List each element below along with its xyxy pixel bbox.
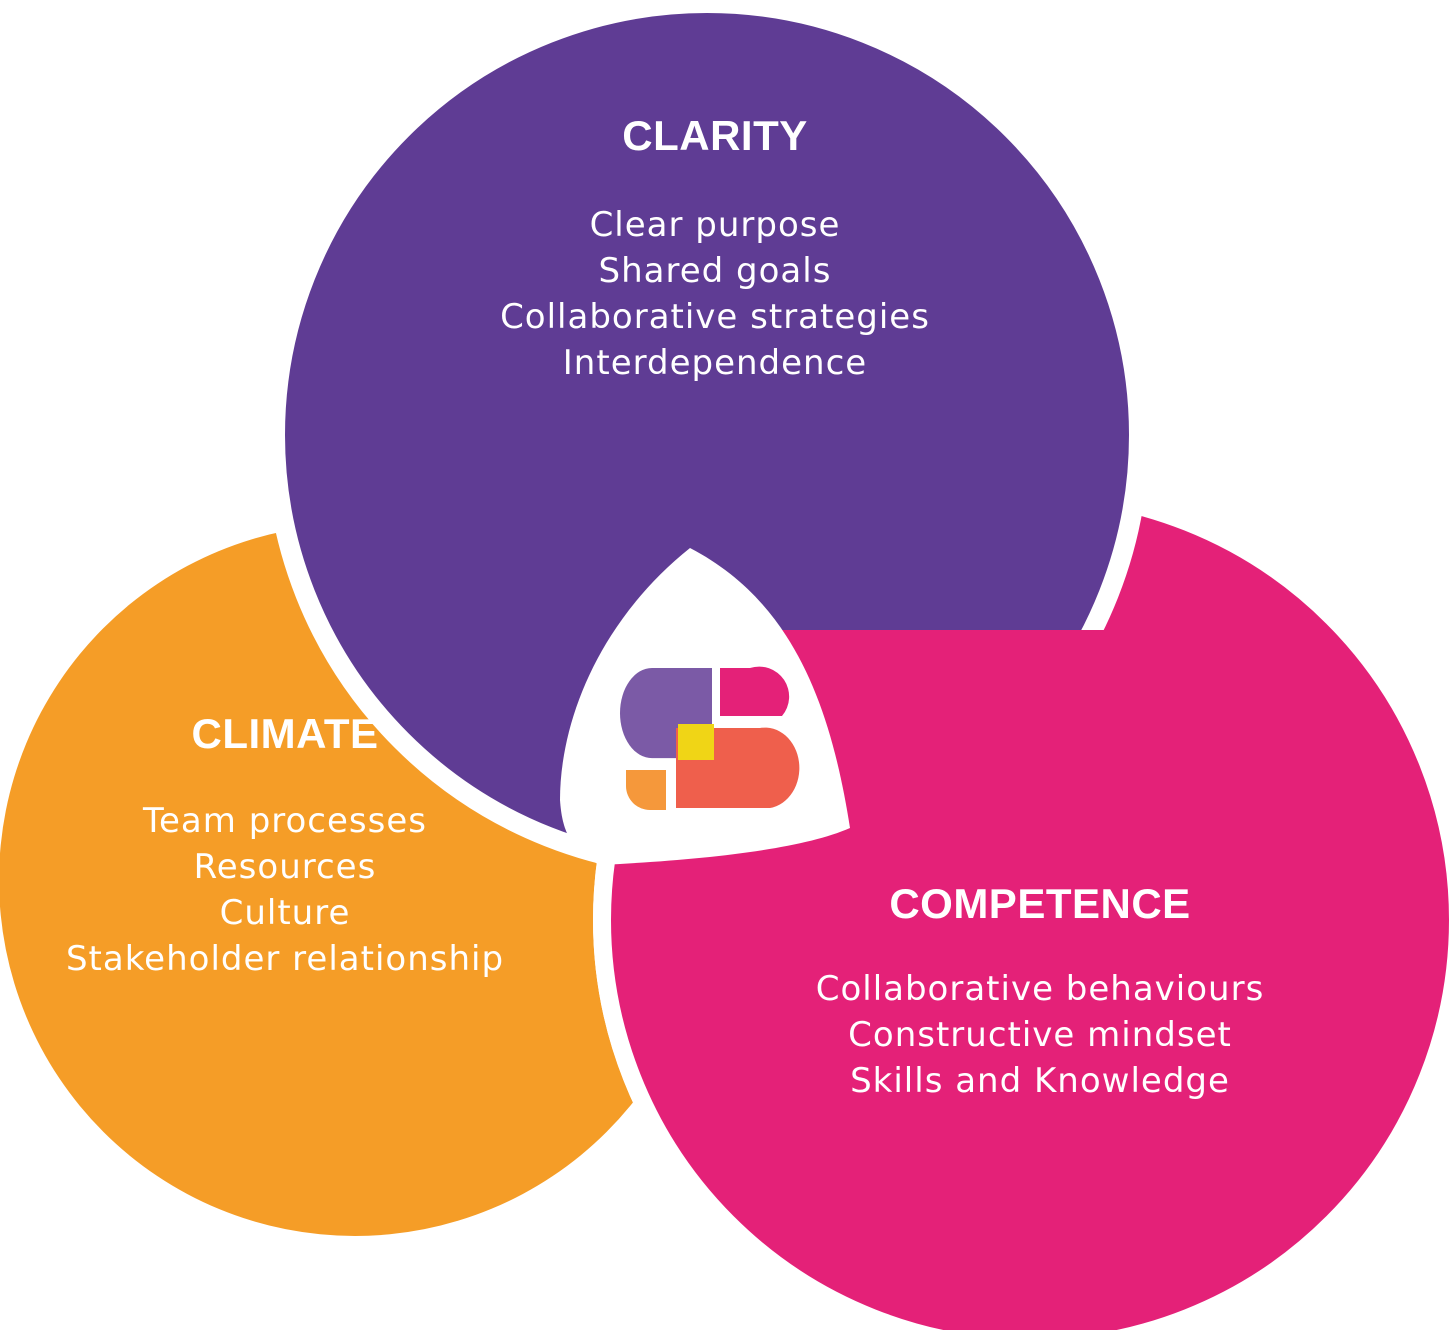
climate-list: Team processes Resources Culture Stakeho…: [30, 798, 540, 982]
competence-title: COMPETENCE: [889, 880, 1191, 927]
clarity-title: CLARITY: [622, 112, 808, 159]
clarity-item: Collaborative strategies: [500, 297, 930, 337]
climate-title: CLIMATE: [191, 710, 379, 757]
competence-list: Collaborative behaviours Constructive mi…: [780, 966, 1300, 1104]
clarity-list: Clear purpose Shared goals Collaborative…: [465, 202, 965, 386]
climate-section: CLIMATE Team processes Resources Culture…: [30, 710, 540, 982]
competence-item: Constructive mindset: [848, 1015, 1232, 1055]
clarity-section: CLARITY Clear purpose Shared goals Colla…: [465, 112, 965, 386]
climate-item: Resources: [193, 847, 377, 887]
competence-item: Collaborative behaviours: [815, 969, 1265, 1009]
logo-orange-piece: [626, 770, 666, 810]
logo-yellow-square: [678, 724, 714, 760]
climate-item: Stakeholder relationship: [65, 939, 505, 979]
clarity-item: Interdependence: [562, 343, 868, 383]
logo-pink-piece: [720, 666, 790, 716]
clarity-item: Shared goals: [598, 251, 832, 291]
competence-item: Skills and Knowledge: [850, 1061, 1230, 1101]
climate-item: Culture: [219, 893, 351, 933]
competence-section: COMPETENCE Collaborative behaviours Cons…: [780, 880, 1300, 1104]
climate-item: Team processes: [143, 801, 427, 841]
clarity-item: Clear purpose: [589, 205, 841, 245]
s-block-logo-icon: [620, 666, 800, 810]
